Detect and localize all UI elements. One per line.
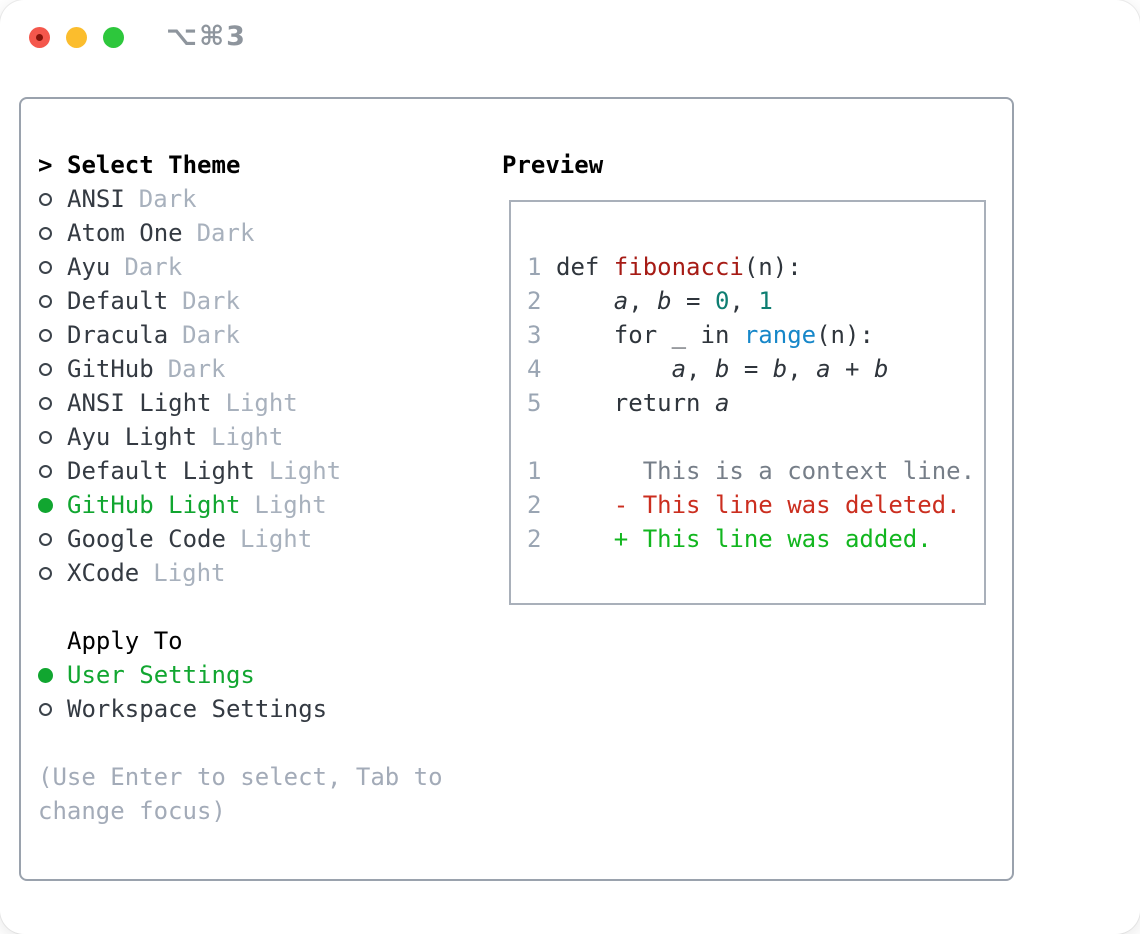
line-number: 5 (527, 389, 542, 417)
theme-option[interactable]: Default Light Light (38, 454, 443, 488)
radio-icon (39, 260, 52, 274)
line-number: 2 (527, 491, 542, 519)
theme-option[interactable]: GitHub Light Light (38, 488, 443, 522)
theme-option[interactable]: ANSI Light Light (38, 386, 443, 420)
line-number: 1 (527, 253, 542, 281)
theme-option[interactable]: Ayu Dark (38, 250, 443, 284)
radio-selected-icon (38, 667, 53, 683)
line-number: 1 (527, 457, 542, 485)
theme-option-label: Ayu Light (67, 423, 198, 451)
radio-icon (39, 702, 52, 716)
window-title: ⌥⌘3 (166, 21, 247, 52)
theme-option-label: Default (67, 287, 169, 315)
theme-option-label: Atom One (67, 219, 183, 247)
apply-option[interactable]: User Settings (38, 658, 443, 692)
select-theme-header: > Select Theme (38, 148, 443, 182)
theme-option[interactable]: Ayu Light Light (38, 420, 443, 454)
theme-option-variant: Light (211, 423, 284, 451)
spacer (38, 726, 443, 760)
hint-text-line-1: (Use Enter to select, Tab to (38, 763, 443, 791)
select-theme-title: Select Theme (67, 151, 241, 179)
radio-icon (39, 464, 52, 478)
theme-option-label: XCode (67, 559, 140, 587)
code-line: 4 a, b = b, a + b (527, 352, 976, 386)
theme-option-variant: Dark (138, 185, 197, 213)
radio-icon (39, 226, 52, 240)
line-number: 2 (527, 287, 542, 315)
minimize-button-icon[interactable] (66, 27, 87, 48)
theme-option-variant: Dark (196, 219, 255, 247)
theme-option[interactable]: Google Code Light (38, 522, 443, 556)
theme-option-variant: Light (254, 491, 327, 519)
radio-icon (39, 294, 52, 308)
theme-option-variant: Dark (182, 321, 240, 349)
radio-icon (39, 532, 52, 546)
radio-icon (39, 396, 52, 410)
preview-title: Preview (502, 151, 604, 179)
theme-option-label: GitHub (67, 355, 154, 383)
theme-option-variant: Dark (182, 287, 240, 315)
theme-option[interactable]: Atom One Dark (38, 216, 443, 250)
apply-to-title: Apply To (67, 627, 183, 655)
theme-option[interactable]: ANSI Dark (38, 182, 443, 216)
theme-option-label: Default Light (67, 457, 255, 485)
radio-selected-icon (38, 497, 53, 513)
close-button-icon[interactable] (29, 27, 50, 48)
theme-option-label: ANSI Light (67, 389, 212, 417)
radio-icon (39, 430, 52, 444)
titlebar (29, 27, 140, 48)
theme-option[interactable]: Dracula Dark (38, 318, 443, 352)
theme-option[interactable]: GitHub Dark (38, 352, 443, 386)
code-line: 3 for _ in range(n): (527, 318, 976, 352)
theme-option-variant: Light (225, 389, 298, 417)
radio-icon (39, 192, 52, 206)
apply-option-label: User Settings (67, 661, 255, 689)
theme-option-variant: Dark (124, 253, 183, 281)
line-number: 4 (527, 355, 542, 383)
radio-icon (39, 566, 52, 580)
theme-option-variant: Light (153, 559, 226, 587)
code-line: 2 + This line was added. (527, 522, 976, 556)
theme-option-variant: Light (268, 457, 342, 485)
code-line: 5 return a (527, 386, 976, 420)
theme-option-label: Google Code (67, 525, 226, 553)
hint-text-line-2: change focus) (38, 797, 226, 825)
theme-option-label: Ayu (67, 253, 111, 281)
code-line (527, 420, 976, 454)
theme-option-variant: Light (239, 525, 313, 553)
theme-option-label: ANSI (67, 185, 125, 213)
theme-option-label: Dracula (67, 321, 169, 349)
apply-option[interactable]: Workspace Settings (38, 692, 443, 726)
theme-option-label: GitHub Light (67, 491, 241, 519)
code-line: 1 This is a context line. (527, 454, 976, 488)
line-number: 2 (527, 525, 542, 553)
theme-option[interactable]: Default Dark (38, 284, 443, 318)
spacer (38, 590, 443, 624)
theme-option[interactable]: XCode Light (38, 556, 443, 590)
focus-cursor-icon: > (38, 151, 53, 179)
radio-icon (39, 328, 52, 342)
maximize-button-icon[interactable] (103, 27, 124, 48)
theme-option-variant: Dark (167, 355, 226, 383)
code-line: 2 a, b = 0, 1 (527, 284, 976, 318)
code-line: 2 - This line was deleted. (527, 488, 976, 522)
apply-to-header: Apply To (38, 624, 443, 658)
radio-icon (39, 362, 52, 376)
line-number: 3 (527, 321, 542, 349)
apply-option-label: Workspace Settings (67, 695, 328, 723)
